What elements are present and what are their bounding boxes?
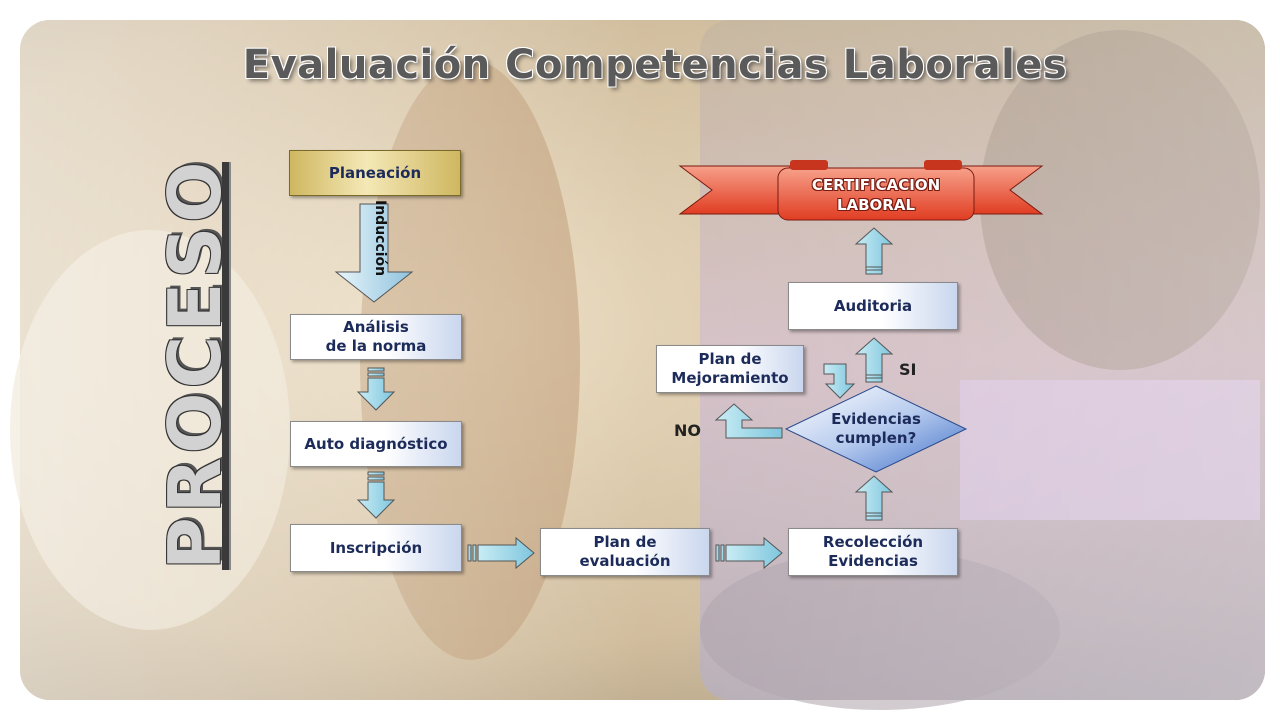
planeacion-box: Planeación — [289, 150, 461, 196]
page-title: Evaluación Competencias Laborales — [242, 42, 1068, 88]
recoleccion-evidencias-box: Recolección Evidencias — [788, 528, 958, 576]
arrow-analisis-to-auto — [356, 367, 396, 411]
induccion-label: Inducción — [372, 200, 388, 277]
evidencias-cumplen-label: Evidencias cumplen? — [831, 410, 921, 447]
certificacion-ribbon — [678, 160, 1044, 221]
arrow-recoleccion-to-evidencias — [854, 475, 894, 521]
evidencias-diamond — [784, 385, 968, 473]
certificacion-laboral-label: CERTIFICACION LABORAL — [811, 176, 941, 214]
auditoria-box: Auditoria — [788, 282, 958, 330]
inscripcion-box: Inscripción — [290, 524, 462, 572]
si-label: SI — [899, 360, 917, 379]
arrow-evidencias-to-auditoria — [854, 337, 894, 383]
induccion-arrow — [334, 203, 414, 303]
plan-evaluacion-box: Plan de evaluación — [540, 528, 710, 576]
auto-diagnostico-box: Auto diagnóstico — [290, 421, 462, 467]
plan-mejoramiento-box: Plan de Mejoramiento — [656, 345, 804, 393]
analisis-norma-box: Análisis de la norma — [290, 314, 462, 360]
arrow-auditoria-to-certificacion — [854, 227, 894, 275]
arrow-auto-to-inscripcion — [356, 471, 396, 519]
no-label: NO — [674, 421, 701, 440]
arrow-plan-to-recoleccion — [715, 536, 783, 570]
arrow-mejoramiento-to-evidencias — [823, 363, 856, 399]
vertical-divider — [222, 162, 229, 570]
arrow-inscripcion-to-plan — [467, 536, 535, 570]
arrow-no-to-mejoramiento — [714, 403, 783, 439]
